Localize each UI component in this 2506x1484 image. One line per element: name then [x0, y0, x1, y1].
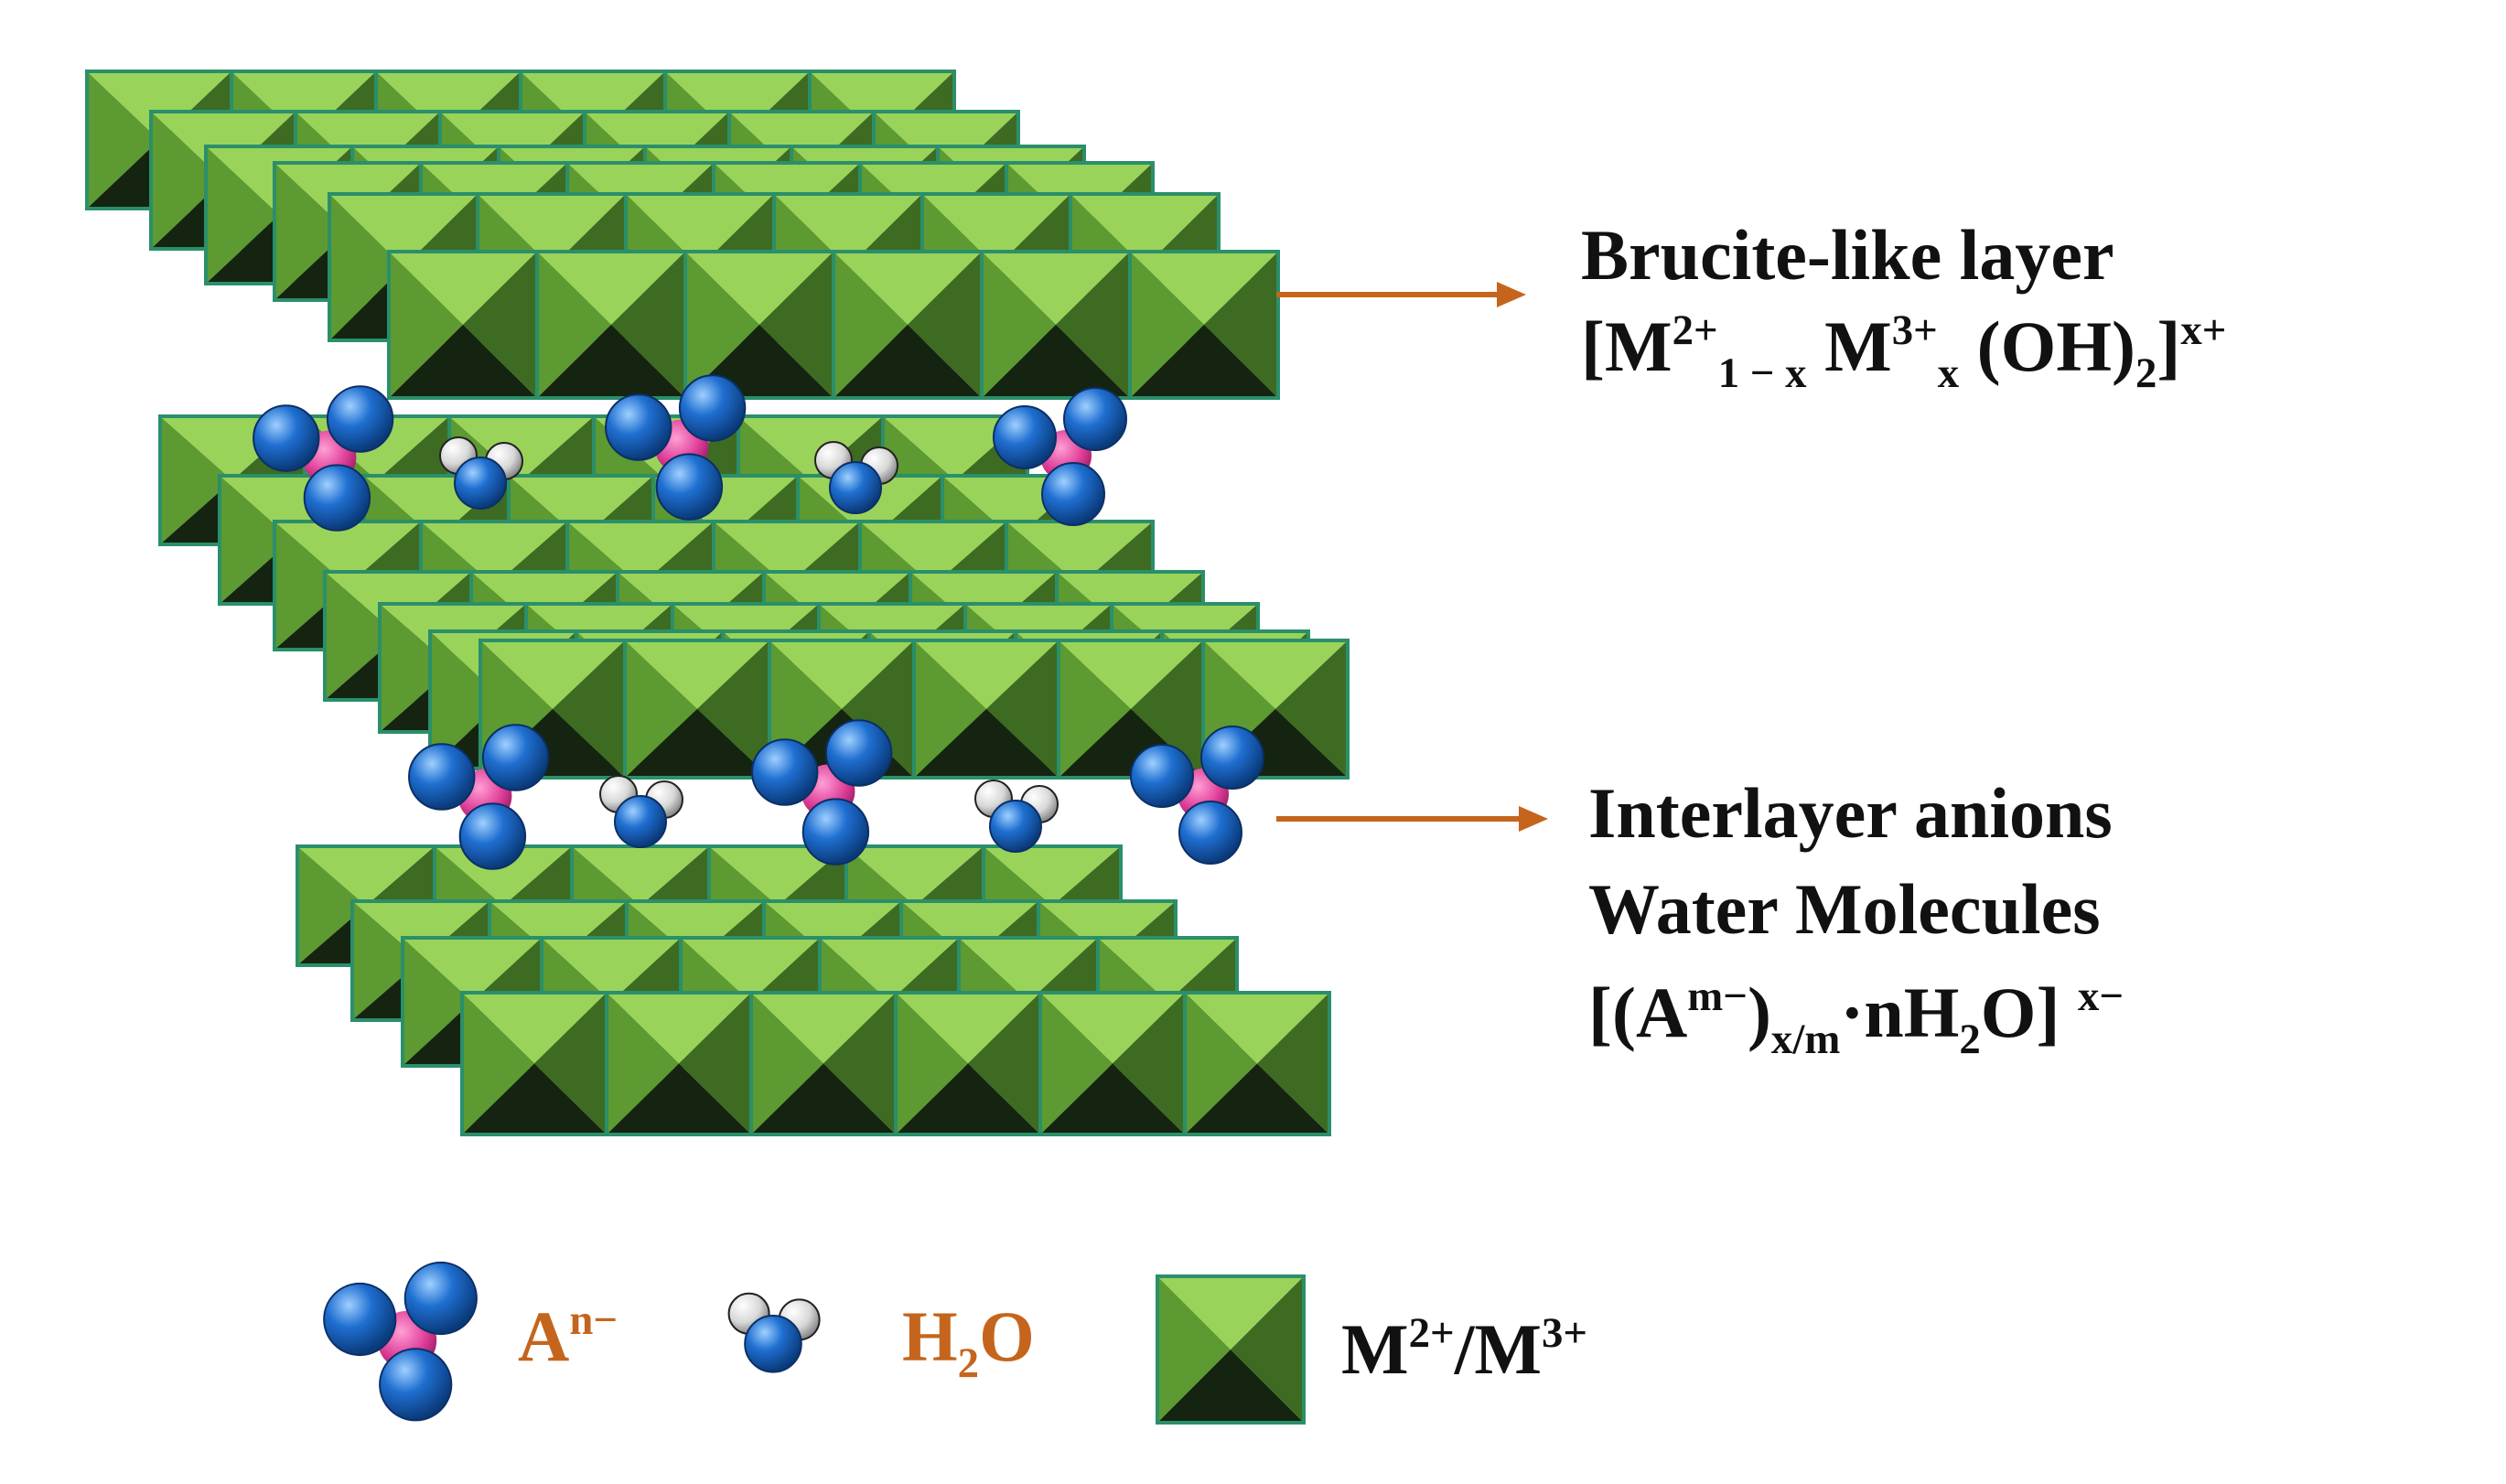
interlayer-formula: [(Am−)x/m·nH2O] x−	[1588, 972, 2124, 1063]
anion-oxygen-atom	[801, 798, 870, 866]
legend-anion-icon	[323, 1261, 478, 1422]
anion-oxygen-atom	[323, 1282, 397, 1357]
legend-metal-label: M2+/M3+	[1341, 1308, 1588, 1389]
sheet-top-5	[387, 250, 1280, 400]
anion-oxygen-atom	[993, 405, 1057, 469]
octahedron	[980, 250, 1132, 400]
anion-oxygen-atom	[1041, 462, 1105, 526]
anion-oxygen-atom	[481, 724, 550, 791]
anion-oxygen-atom	[303, 464, 371, 532]
brucite-layer-title: Brucite-like layer	[1581, 215, 2114, 295]
water-oxygen-atom	[829, 461, 882, 514]
brucite-layer-bottom	[296, 844, 1331, 1136]
sheet-bottom-3	[460, 991, 1331, 1136]
anion-oxygen-atom	[408, 743, 476, 811]
octahedron	[1128, 250, 1280, 400]
interlayer-molecules	[253, 374, 1264, 870]
brucite-layer-label: Brucite-like layer	[1581, 220, 2114, 291]
octahedron	[460, 991, 608, 1136]
anion-oxygen-atom	[1178, 801, 1242, 865]
interlayer-anions-label: Interlayer anions	[1588, 773, 2113, 853]
anion-oxygen-atom	[1200, 726, 1264, 790]
arrow-brucite-layer	[1276, 282, 1526, 307]
legend-icons	[323, 1261, 1306, 1425]
anion-oxygen-atom	[403, 1261, 478, 1336]
water-molecules-label: Water Molecules	[1588, 869, 2101, 949]
arrow-interlayer	[1276, 806, 1548, 832]
legend-anion-label: An−	[518, 1296, 618, 1376]
octahedron	[912, 639, 1060, 780]
water-oxygen-atom	[454, 457, 507, 510]
brucite-layer-top	[85, 70, 1280, 400]
octahedron	[623, 639, 771, 780]
octahedron	[894, 991, 1042, 1136]
anion-oxygen-atom	[605, 393, 672, 461]
water-oxygen-atom	[989, 800, 1042, 853]
anion-oxygen-atom	[751, 738, 819, 806]
anion-oxygen-atom	[824, 719, 893, 787]
octahedron	[387, 250, 539, 400]
water-molecule	[439, 436, 523, 510]
octahedron	[832, 250, 984, 400]
pointer-arrows	[1276, 282, 1548, 832]
octahedron	[1038, 991, 1187, 1136]
anion-molecule	[1130, 726, 1264, 865]
anion-molecule	[751, 719, 893, 866]
anion-oxygen-atom	[1130, 744, 1194, 808]
octahedron	[749, 991, 898, 1136]
water-molecule	[599, 775, 683, 848]
water-oxygen-atom	[614, 795, 667, 848]
anion-molecule	[253, 385, 394, 532]
anion-oxygen-atom	[678, 374, 747, 442]
anion-molecule	[993, 387, 1127, 526]
brucite-layer-formula: [M2+1 − x M3+x (OH)2]x+	[1581, 306, 2227, 397]
legend-water-label: H2O	[902, 1296, 1035, 1387]
octahedron	[605, 991, 753, 1136]
anion-molecule	[605, 374, 747, 521]
anion-oxygen-atom	[326, 385, 394, 453]
anion-oxygen-atom	[379, 1348, 453, 1422]
anion-oxygen-atom	[655, 453, 724, 521]
anion-oxygen-atom	[1063, 387, 1127, 451]
sheet-middle-6	[479, 639, 1350, 780]
octahedron	[535, 250, 687, 400]
anion-oxygen-atom	[458, 802, 527, 870]
anion-oxygen-atom	[253, 404, 320, 472]
water-molecule	[974, 780, 1059, 853]
legend-water-icon	[727, 1292, 821, 1373]
water-oxygen-atom	[744, 1315, 802, 1373]
brucite-layers	[85, 70, 1350, 1136]
octahedron	[1183, 991, 1331, 1136]
water-molecule	[814, 441, 898, 514]
legend-octahedron-icon	[1156, 1274, 1306, 1425]
anion-molecule	[408, 724, 550, 870]
